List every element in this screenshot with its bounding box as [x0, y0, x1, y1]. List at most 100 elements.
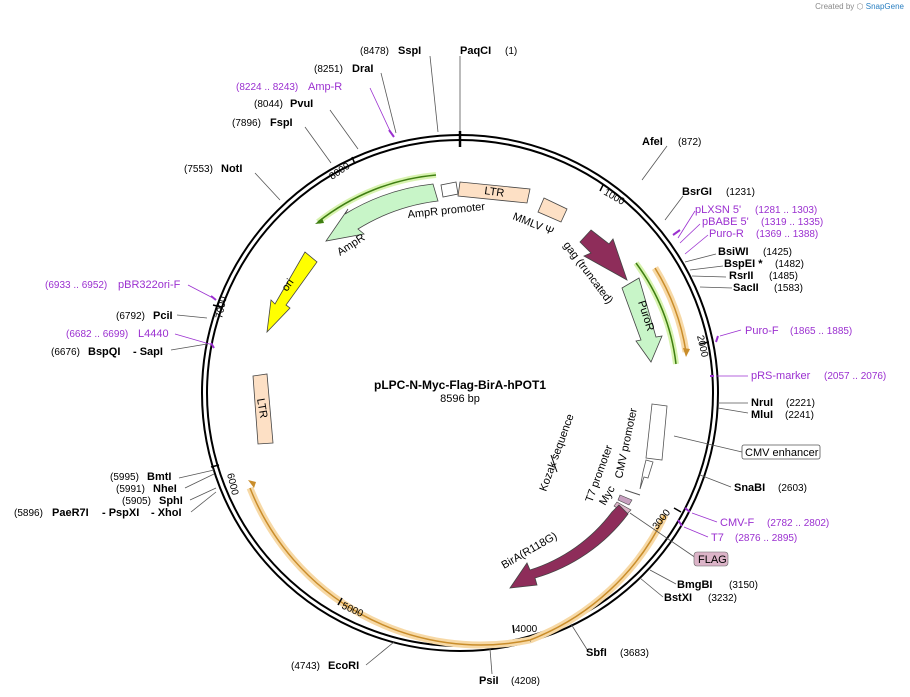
site-name-bstxi: BstXI [664, 592, 692, 604]
site-name-xhoi: - XhoI [151, 507, 182, 519]
site-name-sacii: SacII [733, 282, 759, 294]
site-name-ecori: EcoRI [328, 660, 359, 672]
green-tracks [315, 172, 679, 365]
site-name-bspqi: BspQI [88, 346, 120, 358]
feature-label-flag: FLAG [698, 554, 727, 566]
feature-label-ltr-left: LTR [254, 397, 269, 419]
site-pos-mlui: (2241) [785, 410, 814, 421]
site-name-mlui: MluI [751, 409, 773, 421]
feature-label-cmv-enhancer: CMV enhancer [745, 447, 819, 459]
site-name-bsiwi: BsiWI [718, 246, 749, 258]
site-name-paer7i: PaeR7I [52, 507, 89, 519]
site-name-paqci: PaqCI [460, 45, 491, 57]
site-pos-pvui: (8044) [254, 99, 283, 110]
site-pos-drai: (8251) [314, 64, 343, 75]
site-pos-psii: (4208) [511, 676, 540, 687]
tick-label-1000: 1000 [602, 187, 627, 208]
primer-name-prs-marker: pRS-marker [751, 370, 811, 382]
site-name-sbfi: SbfI [586, 647, 607, 659]
hpot1-track [246, 266, 690, 649]
site-pos-snabi: (2603) [778, 483, 807, 494]
site-pos-fspi: (7896) [232, 118, 261, 129]
plasmid-title: pLPC-N-Myc-Flag-BirA-hPOT1 [374, 378, 546, 392]
site-pos-pcii: (6792) [116, 311, 145, 322]
feature-label-ltr-top: LTR [484, 185, 505, 200]
primer-pos-puro-f: (1865 .. 1885) [790, 326, 852, 337]
primer-name-puro-f: Puro-F [745, 325, 779, 337]
primer-name-amp-r: Amp-R [308, 81, 342, 93]
feature-myc[interactable]: Myc [597, 484, 633, 508]
site-name-bspei: BspEI * [724, 258, 763, 270]
site-pos-bsrgi: (1231) [726, 187, 755, 198]
primer-pos-l4440: (6682 .. 6699) [66, 329, 128, 340]
primer-pos-prs-marker: (2057 .. 2076) [824, 371, 886, 382]
tick-marks [210, 156, 710, 634]
site-pos-bstxi: (3232) [708, 593, 737, 604]
primer-pos-t7: (2876 .. 2895) [735, 533, 797, 544]
plasmid-length: 8596 bp [440, 393, 480, 405]
site-pos-bsiwi: (1425) [763, 247, 792, 258]
feature-ori[interactable]: ori [266, 251, 318, 334]
feature-mmlv-psi[interactable]: MMLV Ψ [511, 197, 568, 238]
primer-name-plxsn5: pLXSN 5' [695, 204, 741, 216]
feature-ampr[interactable]: AmpR [325, 183, 439, 259]
site-name-fspi: FspI [270, 117, 293, 129]
primer-name-t7: T7 [711, 532, 724, 544]
feature-label-cmv-promoter: CMV promoter [613, 407, 640, 480]
primer-name-cmv-f: CMV-F [720, 517, 755, 529]
tick-label-4000: 4000 [515, 624, 538, 635]
site-name-nhei: NheI [153, 483, 177, 495]
primer-pos-amp-r: (8224 .. 8243) [236, 82, 298, 93]
primer-pos-pbr322ori-f: (6933 .. 6952) [45, 280, 107, 291]
site-pos-sspi: (8478) [360, 46, 389, 57]
site-name-pspxi: - PspXI [102, 507, 139, 519]
site-name-nrui: NruI [751, 397, 773, 409]
site-pos-bspei: (1482) [775, 259, 804, 270]
feature-ltr-left[interactable]: LTR [252, 373, 274, 445]
feature-cmv-enhancer[interactable]: CMV enhancer [645, 403, 821, 461]
site-pos-nhei: (5991) [116, 484, 145, 495]
tick-label-2000: 2000 [694, 334, 710, 359]
tick-label-3000: 3000 [651, 507, 674, 532]
feature-ltr-top[interactable]: LTR [457, 181, 531, 204]
site-labels: (8478) SspI PaqCI (1) (8251) DraI (8044)… [14, 45, 815, 687]
credit-brand: SnapGene [865, 2, 904, 11]
site-pos-nrui: (2221) [786, 398, 815, 409]
primer-labels: (8224 .. 8243) Amp-R pLXSN 5' (1281 .. 1… [45, 81, 886, 544]
site-name-sapi: - SapI [133, 346, 163, 358]
primer-name-pbabe5: pBABE 5' [702, 216, 749, 228]
site-name-snabi: SnaBI [734, 482, 765, 494]
feature-label-ori: ori [280, 277, 297, 294]
site-pos-bmti: (5995) [110, 472, 139, 483]
site-pos-paqci: (1) [505, 46, 517, 57]
site-name-bmgbi: BmgBI [677, 579, 712, 591]
tick-label-7000: 7000 [214, 295, 229, 319]
site-pos-noti: (7553) [184, 164, 213, 175]
feature-kozak[interactable]: Kozak sequence [538, 412, 577, 493]
site-pos-ecori: (4743) [291, 661, 320, 672]
site-name-psii: PsiI [479, 675, 499, 687]
primer-marks [174, 87, 748, 538]
site-name-noti: NotI [221, 163, 242, 175]
site-pos-sbfi: (3683) [620, 648, 649, 659]
site-name-bsrgi: BsrGI [682, 186, 712, 198]
site-pos-rsrii: (1485) [769, 271, 798, 282]
primer-name-l4440: L4440 [138, 328, 169, 340]
site-pos-sphi: (5905) [122, 496, 151, 507]
site-name-pvui: PvuI [290, 98, 313, 110]
credit-prefix: Created by [815, 2, 855, 11]
site-name-afei: AfeI [642, 136, 663, 148]
snapgene-credit: Created by ⬡ SnapGene [815, 2, 904, 11]
feature-gag-truncated[interactable]: gag (truncated) [561, 229, 628, 306]
feature-label-kozak: Kozak sequence [538, 412, 577, 493]
primer-pos-puro-r: (1369 .. 1388) [756, 229, 818, 240]
primer-name-puro-r: Puro-R [709, 228, 744, 240]
primer-name-pbr322ori-f: pBR322ori-F [118, 279, 181, 291]
feature-bira[interactable]: BirA(R118G) [500, 504, 629, 589]
site-name-drai: DraI [352, 63, 373, 75]
site-pos-afei: (872) [678, 137, 701, 148]
site-pos-bspqi: (6676) [51, 347, 80, 358]
site-name-sspi: SspI [398, 45, 421, 57]
site-pos-paer7i: (5896) [14, 508, 43, 519]
